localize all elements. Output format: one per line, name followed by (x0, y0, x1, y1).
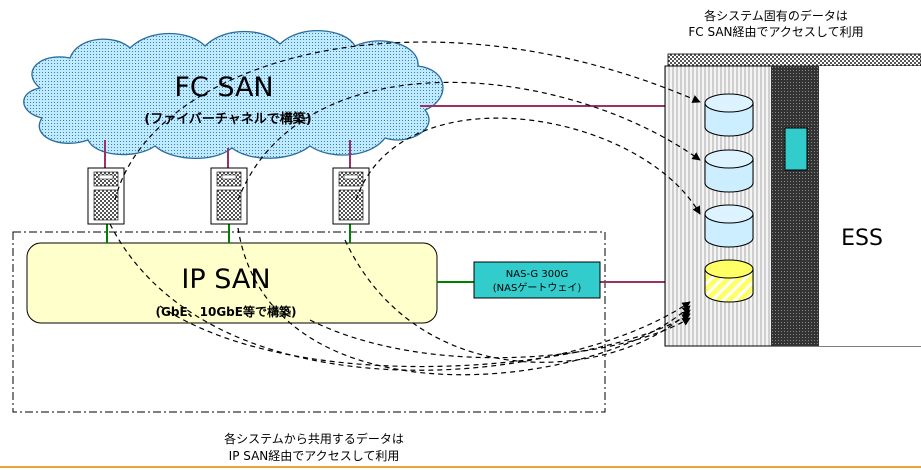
ip-links (106, 224, 474, 283)
ip-domain-boundary (12, 231, 606, 413)
volume-3 (704, 204, 754, 248)
server-3 (332, 167, 370, 225)
ip-arrow-server1 (109, 223, 691, 371)
nas-gateway-line2: (NASゲートウェイ) (493, 282, 582, 294)
server-2 (210, 167, 248, 225)
access-arrows (109, 41, 701, 376)
ip-arrow-extra-1 (159, 305, 691, 368)
fc-san-subtitle: (ファイバーチャネルで構築) (144, 111, 312, 127)
volume-1 (704, 93, 754, 137)
fc-san-title: FC SAN (174, 72, 273, 103)
ess-label: ESS (841, 226, 883, 251)
ip-san-box: IP SAN (GbE、10GbE等で構築) (26, 242, 438, 324)
ip-arrow-server3 (344, 239, 691, 363)
top-caption-line1: 各システム固有のデータは (704, 8, 848, 23)
ip-san-subtitle: (GbE、10GbE等で構築) (156, 304, 297, 319)
ip-arrow-extra-2 (309, 317, 691, 359)
bottom-caption-line2: IP SAN経由でアクセスして利用 (229, 449, 400, 463)
bottom-caption-line1: 各システムから共用するデータは (224, 431, 404, 446)
fc-san-cloud: FC SAN (ファイバーチャネルで構築) (23, 30, 444, 159)
nas-gateway-line1: NAS-G 300G (506, 269, 568, 280)
ess-storage-cabinet: ESS (664, 53, 921, 347)
fc-links (104, 105, 665, 283)
ip-san-title: IP SAN (181, 264, 270, 295)
shared-volume (704, 259, 754, 303)
top-caption-line2: FC SAN経由でアクセスして利用 (688, 25, 863, 39)
volume-2 (704, 149, 754, 193)
server-1 (87, 167, 125, 225)
ip-arrow-server2 (237, 227, 691, 376)
nas-gateway-box: NAS-G 300G (NASゲートウェイ) (473, 261, 601, 299)
fc-arrow-server1 (114, 41, 701, 201)
fc-arrow-server3 (355, 117, 701, 215)
